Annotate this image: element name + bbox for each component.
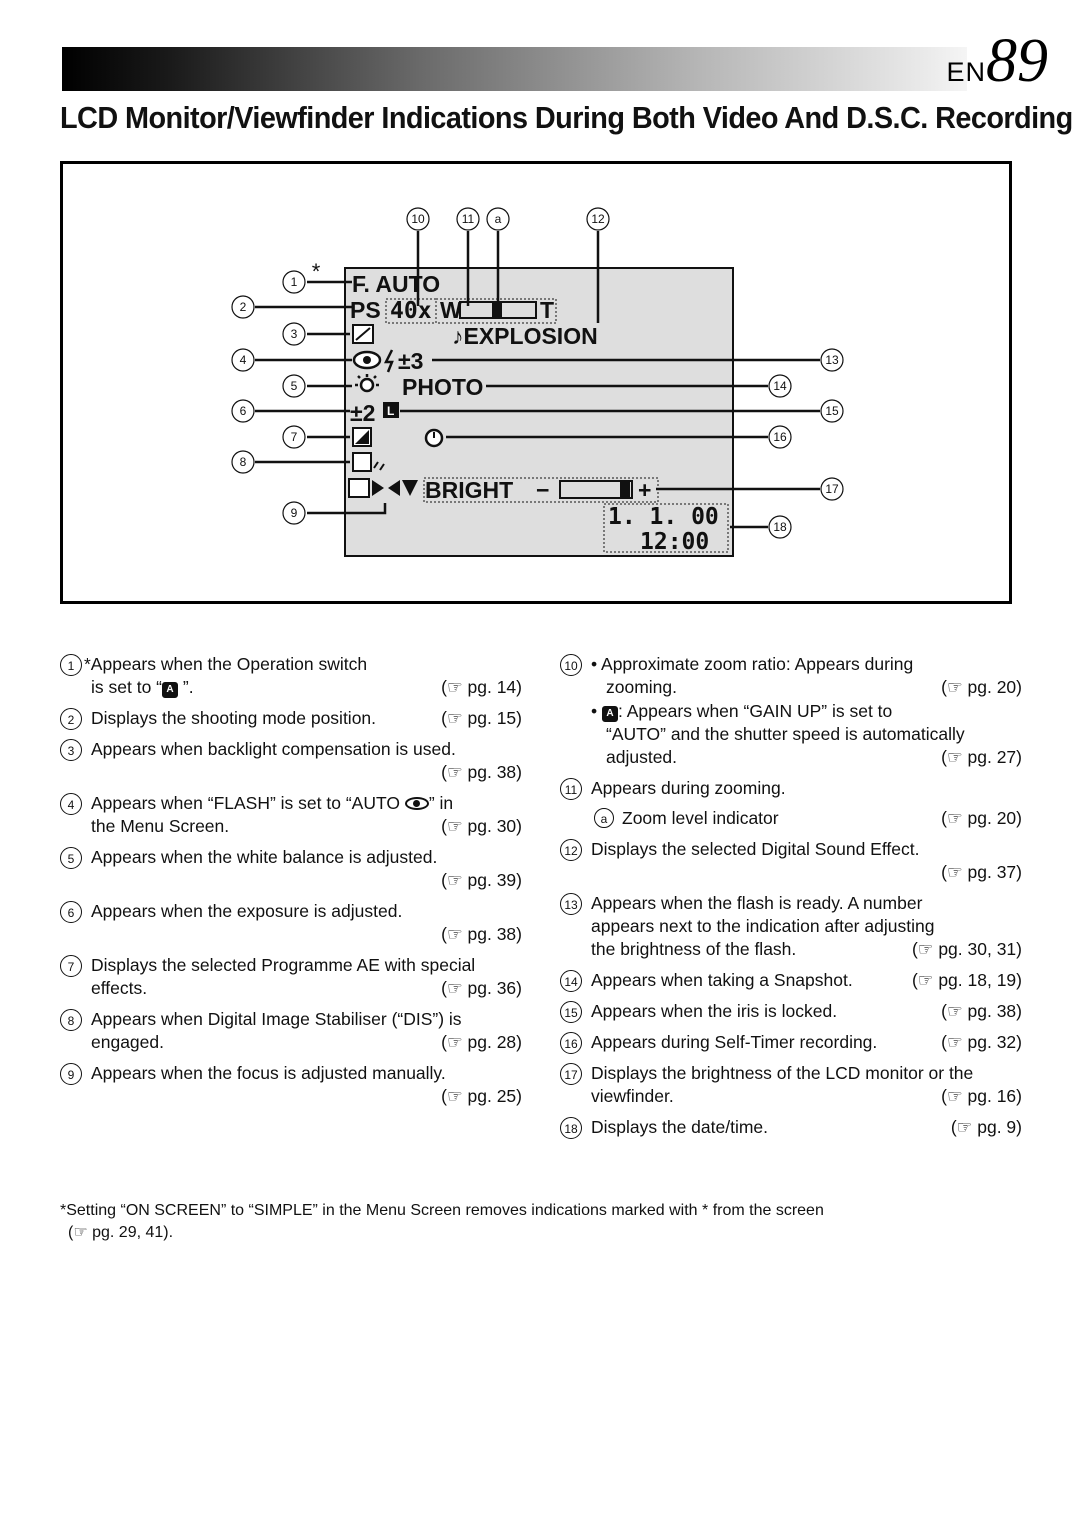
svg-text:L: L <box>387 404 394 418</box>
screen-time: 12:00 <box>640 529 709 555</box>
svg-text:15: 15 <box>825 404 839 418</box>
list-item: 14 Appears when taking a Snapshot. (☞ pg… <box>560 969 1022 1000</box>
list-item: 5 Appears when the white balance is adju… <box>60 846 522 900</box>
svg-text:10: 10 <box>411 212 425 226</box>
svg-text:11: 11 <box>462 212 475 226</box>
screen-bright: BRIGHT <box>425 477 513 503</box>
list-item: • A: Appears when “GAIN UP” is set to “A… <box>591 701 1022 767</box>
page-title: LCD Monitor/Viewfinder Indications Durin… <box>60 100 1073 135</box>
svg-text:4: 4 <box>240 353 247 367</box>
list-item: 15 Appears when the iris is locked. (☞ p… <box>560 1000 1022 1031</box>
screen-zoom-w: W <box>440 297 462 323</box>
svg-text:17: 17 <box>825 482 839 496</box>
page-number-value: 89 <box>986 27 1048 95</box>
list-item: 11 Appears during zooming. <box>560 777 1022 807</box>
list-item: 16 Appears during Self-Timer recording. … <box>560 1031 1022 1062</box>
svg-text:14: 14 <box>773 379 787 393</box>
screen-date: 1. 1. 00 <box>608 504 719 530</box>
screen-flash-level: ±3 <box>398 348 423 374</box>
right-column: 10 • Approximate zoom ratio: Appears dur… <box>560 653 1022 1147</box>
diagram-frame <box>60 161 1012 604</box>
list-item: 10 • Approximate zoom ratio: Appears dur… <box>560 653 1022 700</box>
svg-text:12: 12 <box>591 212 605 226</box>
list-item: 13 Appears when the flash is ready. A nu… <box>560 892 1022 969</box>
lcd-diagram: 1 * 2 3 4 5 6 7 8 9 10 11 a 12 13 14 15 … <box>231 207 844 557</box>
header-gradient-bar <box>62 47 967 91</box>
screen-photo: PHOTO <box>402 374 483 400</box>
screen-bright-plus: + <box>638 477 651 503</box>
list-item: 7 Displays the selected Programme AE wit… <box>60 954 522 1008</box>
list-item: a Zoom level indicator (☞ pg. 20) <box>560 807 1022 838</box>
gain-up-icon: A <box>602 706 618 722</box>
svg-text:7: 7 <box>291 430 298 444</box>
svg-text:5: 5 <box>291 379 298 393</box>
svg-text:16: 16 <box>773 430 787 444</box>
list-item: 17 Displays the brightness of the LCD mo… <box>560 1062 1022 1116</box>
focus-icon <box>348 478 370 498</box>
flash-icon <box>383 349 394 373</box>
left-column: 1 *Appears when the Operation switch is … <box>60 653 522 1116</box>
page-number-prefix: EN <box>946 57 986 87</box>
svg-text:8: 8 <box>240 455 247 469</box>
list-item: 6 Appears when the exposure is adjusted.… <box>60 900 522 954</box>
screen-focus-auto: F. AUTO <box>352 271 440 297</box>
list-item: 12 Displays the selected Digital Sound E… <box>560 838 1022 892</box>
list-item: 4 Appears when “FLASH” is set to “AUTO ”… <box>60 792 522 846</box>
svg-text:1: 1 <box>291 275 298 289</box>
list-item: 3 Appears when backlight compensation is… <box>60 738 522 792</box>
svg-text:*: * <box>312 259 321 284</box>
svg-text:2: 2 <box>240 300 247 314</box>
svg-text:9: 9 <box>291 506 298 520</box>
svg-text:a: a <box>495 212 502 226</box>
item-number: 1 <box>60 654 82 676</box>
list-item: 9 Appears when the focus is adjusted man… <box>60 1062 522 1116</box>
footnote-line-2: (☞ pg. 29, 41). <box>68 1224 174 1241</box>
auto-mode-icon: A <box>162 682 178 698</box>
footnote: *Setting “ON SCREEN” to “SIMPLE” in the … <box>60 1200 1000 1244</box>
list-item: 8 Appears when Digital Image Stabiliser … <box>60 1008 522 1062</box>
footnote-line-1: *Setting “ON SCREEN” to “SIMPLE” in the … <box>60 1202 824 1219</box>
screen-exposure: ±2 <box>350 400 375 426</box>
iris-lock-icon <box>383 402 399 418</box>
svg-text:13: 13 <box>825 353 839 367</box>
list-item: 18 Displays the date/time. (☞ pg. 9) <box>560 1116 1022 1147</box>
page-number: EN 89 <box>946 30 1048 100</box>
list-item: 2 Displays the shooting mode position. (… <box>60 707 522 738</box>
screen-ps: PS <box>350 297 381 323</box>
svg-text:6: 6 <box>240 404 247 418</box>
list-item: 1 *Appears when the Operation switch is … <box>60 653 522 707</box>
screen-zoom: 40x <box>390 298 432 324</box>
svg-text:18: 18 <box>773 520 787 534</box>
screen-zoom-t: T <box>540 297 554 323</box>
screen-sound-effect: ♪EXPLOSION <box>452 323 598 349</box>
dis-icon <box>352 452 372 472</box>
svg-text:3: 3 <box>291 327 298 341</box>
brightness-bar <box>559 480 633 499</box>
eye-icon <box>404 797 429 810</box>
screen-bright-minus: − <box>536 477 549 503</box>
white-balance-icon <box>355 374 379 393</box>
